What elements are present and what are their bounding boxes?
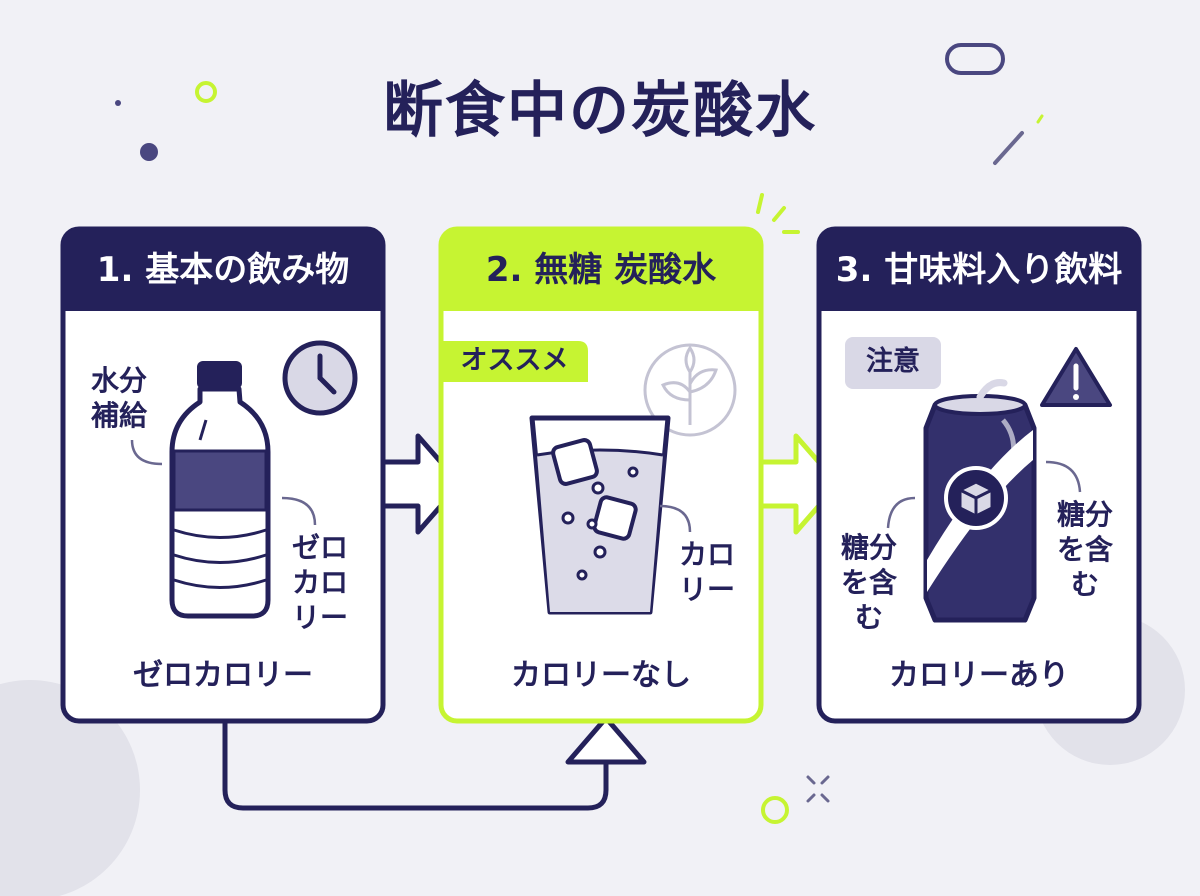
recommend-badge-shape — [441, 341, 588, 382]
warning-icon — [1040, 347, 1112, 407]
water-bottle-icon — [169, 361, 271, 619]
decor-sparkle-lines — [756, 193, 800, 234]
label-contains-sugar-left: 糖分 を含 む — [840, 531, 897, 634]
leader-sugar-left — [886, 496, 916, 529]
card-2-heading: 2. 無糖 炭酸水 — [485, 250, 717, 290]
decor-lime-ring-bottom — [761, 796, 789, 824]
leader-calorie — [659, 504, 692, 533]
caution-badge: 注意 — [866, 346, 920, 377]
card-2-footer: カロリーなし — [511, 658, 691, 693]
sparkling-glass-icon — [529, 415, 671, 615]
label-contains-sugar-right: 糖分 を含 む — [1056, 498, 1113, 601]
decor-pill — [945, 43, 1005, 75]
caution-badge-shape — [845, 337, 941, 389]
card-1-heading: 1. 基本の飲み物 — [96, 250, 350, 290]
decor-small-dot — [115, 100, 121, 106]
leaf-icon — [643, 343, 737, 437]
label-calorie: カロ リー — [678, 538, 735, 606]
decor-gray-blob-left — [0, 680, 140, 896]
leader-water — [130, 439, 163, 466]
card-1-footer: ゼロカロリー — [133, 658, 313, 693]
up-arrow-head — [565, 715, 647, 765]
decor-cross — [806, 775, 830, 803]
loop-connector — [222, 722, 609, 811]
card-3-footer: カロリーあり — [889, 658, 1069, 693]
clock-icon — [282, 340, 358, 416]
label-water-supply: 水分 補給 — [90, 364, 147, 432]
label-zero-calorie: ゼロ カロ リー — [291, 531, 348, 634]
leader-zero — [281, 496, 317, 526]
leader-sugar-right — [1045, 460, 1082, 493]
page-title: 断食中の炭酸水 — [383, 76, 817, 146]
decor-tick — [1036, 114, 1044, 124]
soda-can-icon — [923, 379, 1037, 623]
recommend-badge: オススメ — [460, 345, 569, 376]
decor-slash — [993, 131, 1024, 165]
decor-navy-dot — [140, 143, 158, 161]
card-3-heading: 3. 甘味料入り飲料 — [835, 250, 1123, 290]
decor-lime-ring — [195, 81, 217, 103]
